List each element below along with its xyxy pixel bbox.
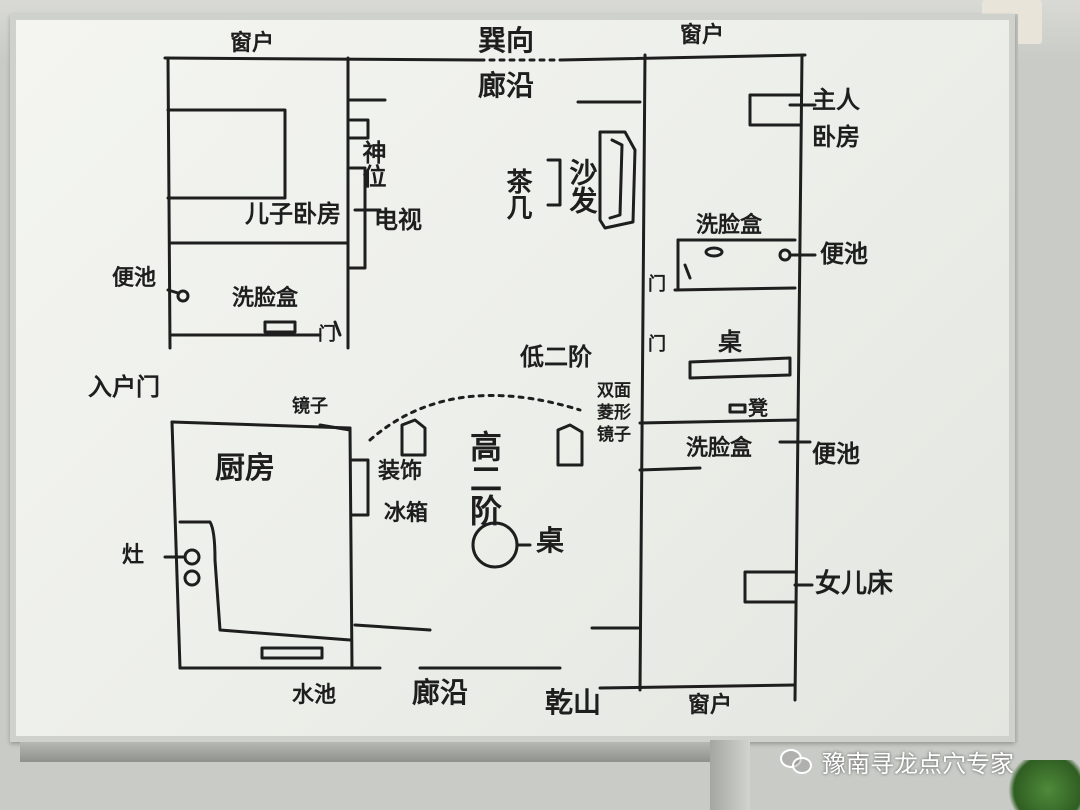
wall-top xyxy=(163,53,807,62)
label-desk: 桌 xyxy=(718,328,742,356)
label-window-left: 窗户 xyxy=(230,30,274,56)
label-fridge: 冰箱 xyxy=(384,500,428,526)
label-double-mirror-1: 双面 xyxy=(597,381,631,401)
label-mirror-left: 镜子 xyxy=(292,395,328,417)
label-basin-upper-right: 洗脸盒 xyxy=(696,212,763,238)
label-toilet-lower-right: 便池 xyxy=(812,440,860,468)
tv-cabinet xyxy=(348,166,367,270)
label-daughter-bed: 女儿床 xyxy=(815,568,893,599)
kitchen-wall-right xyxy=(348,426,354,670)
label-master-bedroom-2: 卧房 xyxy=(812,123,860,151)
desk xyxy=(688,356,792,380)
wall-right-inner xyxy=(638,53,647,692)
wechat-icon xyxy=(780,747,814,775)
plant-leaves xyxy=(1000,760,1080,810)
marker-tray xyxy=(20,742,750,762)
label-double-mirror-2: 菱形 xyxy=(597,402,631,423)
stool xyxy=(728,403,747,414)
label-decor: 装饰 xyxy=(378,458,422,484)
sofa-inner xyxy=(608,138,624,220)
label-shrine: 神位 xyxy=(358,140,386,189)
son-door-tick xyxy=(333,320,342,337)
label-sofa: 沙发 xyxy=(566,158,599,215)
label-high-step: 高二阶 xyxy=(465,430,503,527)
label-entry-door: 入户门 xyxy=(88,373,160,401)
son-bed xyxy=(166,108,287,200)
label-window-right: 窗户 xyxy=(680,22,724,48)
kitchen-counter xyxy=(178,520,352,642)
round-table xyxy=(471,521,519,569)
left-mirror xyxy=(318,423,352,432)
board-stand xyxy=(710,740,750,810)
son-basin xyxy=(263,320,297,334)
label-low-step: 低二阶 xyxy=(519,343,592,371)
lr-bath-top xyxy=(638,418,800,425)
label-tea: 茶几 xyxy=(502,168,532,221)
label-facing: 巽向 xyxy=(478,24,534,57)
label-door-right-b: 门 xyxy=(648,333,666,355)
label-basin-lower-right: 洗脸盒 xyxy=(686,435,753,461)
leader-son-toilet xyxy=(166,288,180,295)
label-eaves-bottom: 廊沿 xyxy=(412,676,468,709)
wall-left-upper xyxy=(166,56,172,350)
ur-door-tick xyxy=(683,263,692,280)
lr-bath-bottom xyxy=(638,466,702,472)
watermark-text: 豫南寻龙点穴专家 xyxy=(822,749,1014,778)
label-table: 桌 xyxy=(536,524,564,557)
label-stool: 凳 xyxy=(748,396,768,420)
master-bed xyxy=(748,93,802,127)
double-mirror-box xyxy=(556,423,584,467)
label-son-bedroom: 儿子卧房 xyxy=(245,200,341,228)
label-window-bottom: 窗户 xyxy=(688,692,732,718)
label-door-son: 门 xyxy=(318,323,336,345)
kitchen-wall-top xyxy=(170,420,352,430)
label-door-right-a: 门 xyxy=(648,273,666,295)
label-tv: 电视 xyxy=(374,206,422,234)
label-master-bedroom-1: 主人 xyxy=(812,86,860,114)
label-double-mirror-3: 镜子 xyxy=(597,424,631,445)
step-line-left xyxy=(353,623,432,632)
stove-burner-2 xyxy=(183,569,201,587)
label-eaves-top: 廊沿 xyxy=(478,69,534,102)
watermark: 豫南寻龙点穴专家 xyxy=(780,743,1014,779)
label-kitchen: 厨房 xyxy=(215,451,275,486)
wall-right-bottom xyxy=(598,683,797,690)
shrine-box xyxy=(348,98,387,140)
sink-box xyxy=(260,646,324,660)
label-sitting: 乾山 xyxy=(545,686,601,719)
kitchen-wall-left xyxy=(170,420,182,670)
tea-table xyxy=(546,158,562,207)
arc-dashed xyxy=(368,393,582,442)
label-toilet-left: 便池 xyxy=(112,266,156,291)
wall-right-outer xyxy=(793,53,804,702)
sofa xyxy=(598,130,637,230)
daughter-bed xyxy=(743,570,797,604)
label-toilet-upper-right: 便池 xyxy=(820,240,868,268)
son-toilet xyxy=(176,289,190,303)
ur-basin xyxy=(704,246,724,258)
ur-bath-bottom xyxy=(673,286,797,292)
fridge-block xyxy=(400,418,427,457)
label-stove: 灶 xyxy=(122,543,144,568)
label-sink: 水池 xyxy=(292,683,336,708)
decor-cabinet xyxy=(350,458,370,517)
stove-burner-1 xyxy=(183,548,201,566)
label-basin-left: 洗脸盒 xyxy=(232,285,299,311)
